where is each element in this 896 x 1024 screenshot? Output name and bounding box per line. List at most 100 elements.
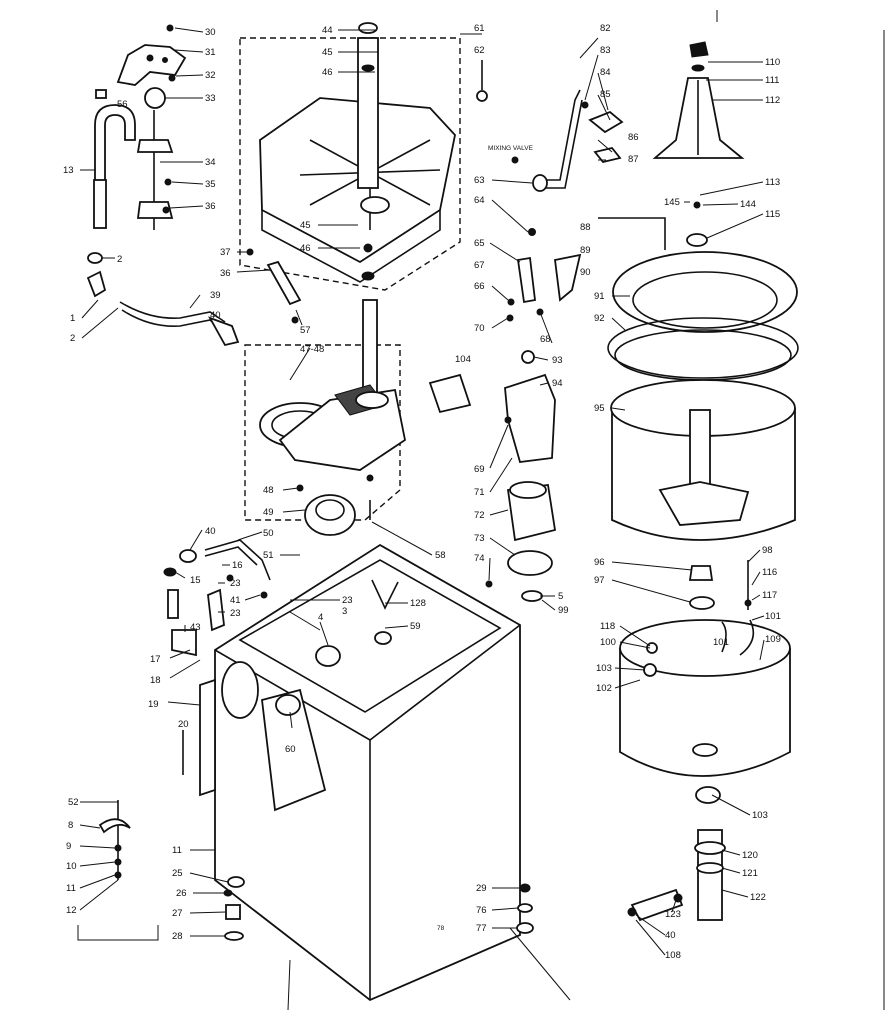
cover-plate [428, 373, 472, 414]
callout: 71 [474, 487, 485, 498]
callout: 77 [476, 923, 487, 934]
elbow-fitting [86, 270, 107, 298]
callout: 103 [596, 663, 612, 674]
linkage-group [246, 248, 302, 324]
callout: 65 [474, 238, 485, 249]
bracket [593, 146, 622, 164]
callout: 101 [765, 611, 781, 622]
callout: 33 [205, 93, 216, 104]
switch-bracket [554, 253, 582, 302]
washer [114, 871, 122, 879]
callout: 59 [410, 621, 421, 632]
inlet-pipe [545, 99, 583, 189]
callout: 66 [474, 281, 485, 292]
washer [361, 271, 375, 281]
hose [739, 619, 755, 656]
callout: 25 [172, 868, 183, 879]
clip [98, 818, 131, 834]
screw [507, 298, 515, 306]
leader-lines [79, 27, 765, 956]
screw [581, 101, 589, 109]
callout: 20 [178, 719, 189, 730]
callout: 28 [172, 931, 183, 942]
callout: 31 [205, 47, 216, 58]
callout: 58 [435, 550, 446, 561]
callout: 92 [594, 313, 605, 324]
callout: 61 [474, 23, 485, 34]
fill-hose-tube [121, 309, 223, 331]
bracket-line [77, 925, 159, 941]
callout: 70 [474, 323, 485, 334]
valve-knob [144, 87, 166, 109]
nut [223, 889, 233, 897]
outer-tub [619, 648, 791, 777]
callout: 67 [474, 260, 485, 271]
callout: 10 [66, 861, 77, 872]
shaft-cap [358, 22, 378, 34]
seal-ring [361, 64, 375, 72]
washer [363, 243, 373, 253]
callout: 11 [172, 845, 182, 856]
callout: 97 [594, 575, 605, 586]
callout: 74 [474, 553, 485, 564]
drive-plate-group [239, 22, 488, 291]
callout: 40 [665, 930, 676, 941]
edge-mark [287, 959, 291, 1011]
hose-end [93, 179, 107, 229]
callout: 144 [740, 199, 756, 210]
clip [744, 599, 752, 607]
seal [695, 786, 721, 804]
screw [485, 580, 493, 588]
callout: 88 [580, 222, 591, 233]
hub [360, 196, 390, 214]
nut [163, 567, 177, 577]
callout: 15 [190, 575, 201, 586]
housing-inner [315, 499, 345, 521]
callout: 45 [300, 220, 311, 231]
screw [164, 178, 172, 186]
callout: 123 [665, 909, 681, 920]
link-arm [266, 260, 302, 306]
callout: 86 [628, 132, 639, 143]
callout: 40 [210, 310, 221, 321]
tube-collar [696, 862, 724, 874]
gearbox-boss [355, 391, 389, 409]
pump-top [509, 481, 547, 499]
pump-cover [507, 550, 553, 576]
callout: 62 [474, 45, 485, 56]
washer [114, 844, 122, 852]
callout: 78 [437, 925, 445, 932]
edge-line [509, 927, 571, 1001]
callout: 44 [322, 25, 333, 36]
leg [517, 903, 533, 913]
clip-part [95, 89, 107, 99]
hose-tube [204, 546, 258, 566]
tub-drain [692, 743, 718, 757]
callout: 37 [220, 247, 231, 258]
ring [691, 64, 705, 72]
callout: 52 [68, 797, 79, 808]
callout: 45 [322, 47, 333, 58]
switch-bracket [516, 256, 536, 304]
base-plate-side [261, 210, 441, 283]
callout: MIXING VALVE [488, 145, 534, 152]
callout: 36 [220, 268, 231, 279]
callout: 103 [752, 810, 768, 821]
tub-ring-inner [632, 271, 778, 329]
inlet-pipe [540, 89, 581, 181]
leveling-leg [225, 904, 241, 920]
callout: 90 [580, 267, 591, 278]
callout: 57 [300, 325, 311, 336]
callout: 91 [594, 291, 605, 302]
hose-fitting [208, 316, 240, 347]
callout: 56 [117, 99, 128, 110]
tube-collar [694, 841, 726, 855]
timer [315, 645, 341, 667]
valve-plate [136, 201, 174, 219]
mixing-valve-body [532, 174, 548, 192]
pump-fitting [171, 629, 197, 657]
callout: 18 [150, 675, 161, 686]
screw [162, 206, 170, 214]
cabinet [214, 543, 521, 1002]
